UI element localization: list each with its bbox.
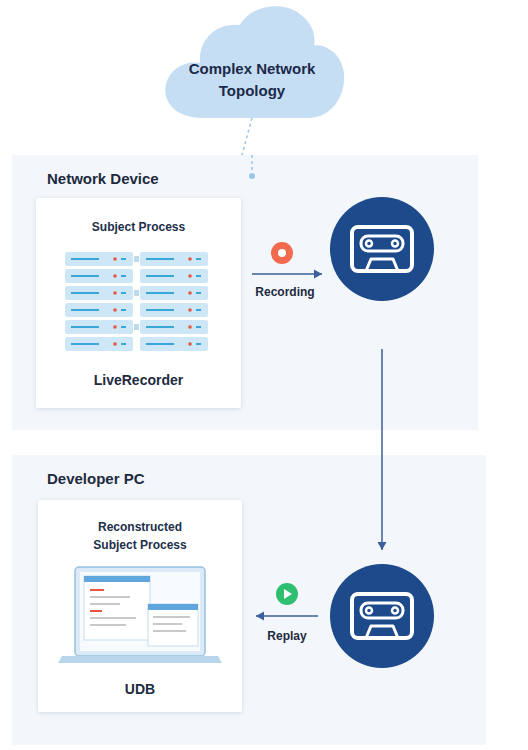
- server-slab: [65, 320, 133, 334]
- node-heading: Reconstructed Subject Process: [82, 518, 198, 554]
- recording-circle: [330, 197, 434, 301]
- play-triangle: [284, 589, 292, 599]
- connector: [252, 273, 322, 275]
- server-joint: [134, 290, 139, 296]
- device-panel: Network DeviceSubject ProcessLiveRecorde…: [12, 155, 478, 430]
- code-line: [90, 603, 120, 605]
- laptop-screen: [75, 567, 205, 656]
- cassette-body: [352, 594, 412, 638]
- process-card: Subject ProcessLiveRecorder: [36, 198, 241, 408]
- cassette-reel: [366, 608, 372, 614]
- cloud-node: Complex Network Topology: [160, 0, 348, 118]
- node-heading: Complex Network Topology: [187, 58, 317, 102]
- code-line: [153, 623, 182, 625]
- node-heading: Subject Process: [36, 220, 241, 235]
- server-rack: [65, 252, 208, 351]
- app-window: [148, 604, 198, 646]
- server-slab: [140, 320, 208, 334]
- cassette-foot: [366, 626, 398, 638]
- code-line: [153, 616, 190, 618]
- code-line: [90, 624, 126, 626]
- cassette-reel: [392, 608, 398, 614]
- cassette-body: [352, 227, 412, 271]
- cloud-outline: [165, 6, 344, 118]
- server-slab: [140, 252, 208, 266]
- cassette-reel: [366, 241, 372, 247]
- cassette-window: [361, 236, 403, 251]
- arrow-head: [378, 542, 387, 550]
- replay-circle: [330, 564, 434, 668]
- server-joint: [134, 256, 139, 262]
- server-slab: [65, 286, 133, 300]
- process-card: Reconstructed Subject ProcessUDB: [38, 500, 242, 712]
- cassette-icon: [352, 227, 412, 271]
- node-caption: LiveRecorder: [36, 372, 241, 389]
- dotted-link: [251, 155, 253, 172]
- cassette-icon: [352, 594, 412, 638]
- arrow-head: [314, 270, 322, 279]
- cassette-foot: [366, 259, 398, 271]
- code-line: [90, 589, 104, 591]
- server-slab: [65, 269, 133, 283]
- app-window: [84, 576, 150, 640]
- window-bar: [148, 604, 198, 610]
- connector: [381, 349, 383, 550]
- connector: [256, 615, 318, 617]
- window-bar: [84, 576, 150, 582]
- arrow-head: [256, 612, 264, 621]
- pc-panel: Developer PC Reconstructed Subject Proces…: [12, 455, 486, 745]
- server-slab: [140, 337, 208, 351]
- server-slab: [140, 269, 208, 283]
- cassette-window: [361, 603, 403, 618]
- connector: [242, 118, 252, 155]
- node-heading: Developer PC: [47, 470, 347, 488]
- node-caption: UDB: [38, 681, 242, 698]
- code-line: [90, 610, 102, 612]
- server-joint: [134, 324, 139, 330]
- code-line: [90, 596, 130, 598]
- server-slab: [65, 303, 133, 317]
- server-slab: [140, 286, 208, 300]
- cloud-shape: [160, 0, 348, 118]
- server-slab: [140, 303, 208, 317]
- record-dot: [278, 249, 286, 257]
- code-line: [153, 630, 186, 632]
- node-heading: Network Device: [47, 170, 347, 188]
- link-dot: [249, 173, 255, 179]
- laptop-illustration: [58, 567, 222, 663]
- server-slab: [65, 337, 133, 351]
- play-icon: [276, 583, 298, 605]
- laptop-display: [80, 572, 200, 651]
- record-icon: [271, 242, 293, 264]
- laptop-base: [58, 656, 222, 663]
- cassette-reel: [392, 241, 398, 247]
- server-slab: [65, 252, 133, 266]
- code-line: [90, 617, 136, 619]
